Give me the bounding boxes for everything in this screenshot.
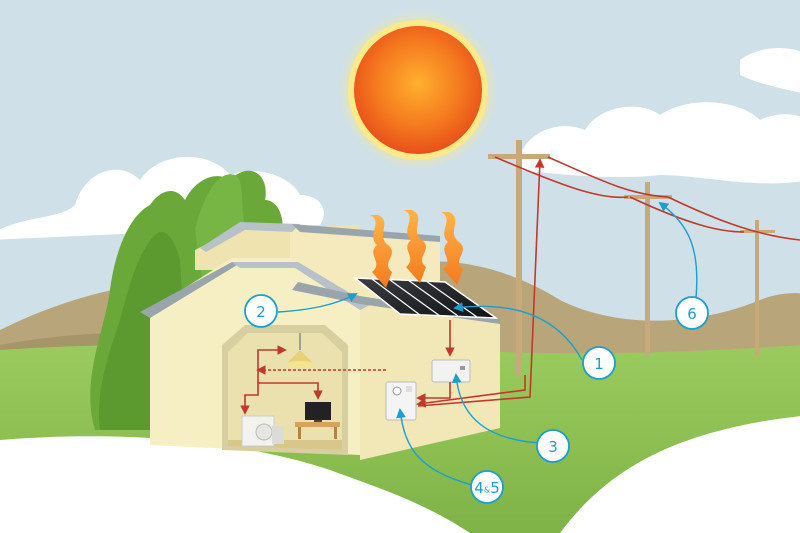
tv-icon [295,402,340,439]
meter-icon [385,381,417,421]
callout-label-2: 2 [256,303,266,321]
callout-label-1: 1 [594,355,604,373]
utility-pole-icon [488,140,800,375]
callout-4-and-5[interactable]: 4 & 5 [470,470,504,504]
washing-machine-icon [241,415,284,447]
callout-label-4: 4 [474,479,484,497]
callout-label-amp: & [484,486,490,495]
callout-label-6: 6 [687,305,697,323]
callout-2[interactable]: 2 [244,294,278,328]
callout-label-5: 5 [490,479,500,497]
callout-1[interactable]: 1 [582,346,616,380]
heat-wave-icon [370,210,463,288]
callout-label-3: 3 [548,438,558,456]
callout-3[interactable]: 3 [536,429,570,463]
callout-leaders [277,201,698,486]
callout-6[interactable]: 6 [675,296,709,330]
sun-icon [338,10,498,170]
energy-flow-arrows [240,158,545,415]
inverter-icon [431,359,471,383]
lamp-icon [286,333,314,367]
